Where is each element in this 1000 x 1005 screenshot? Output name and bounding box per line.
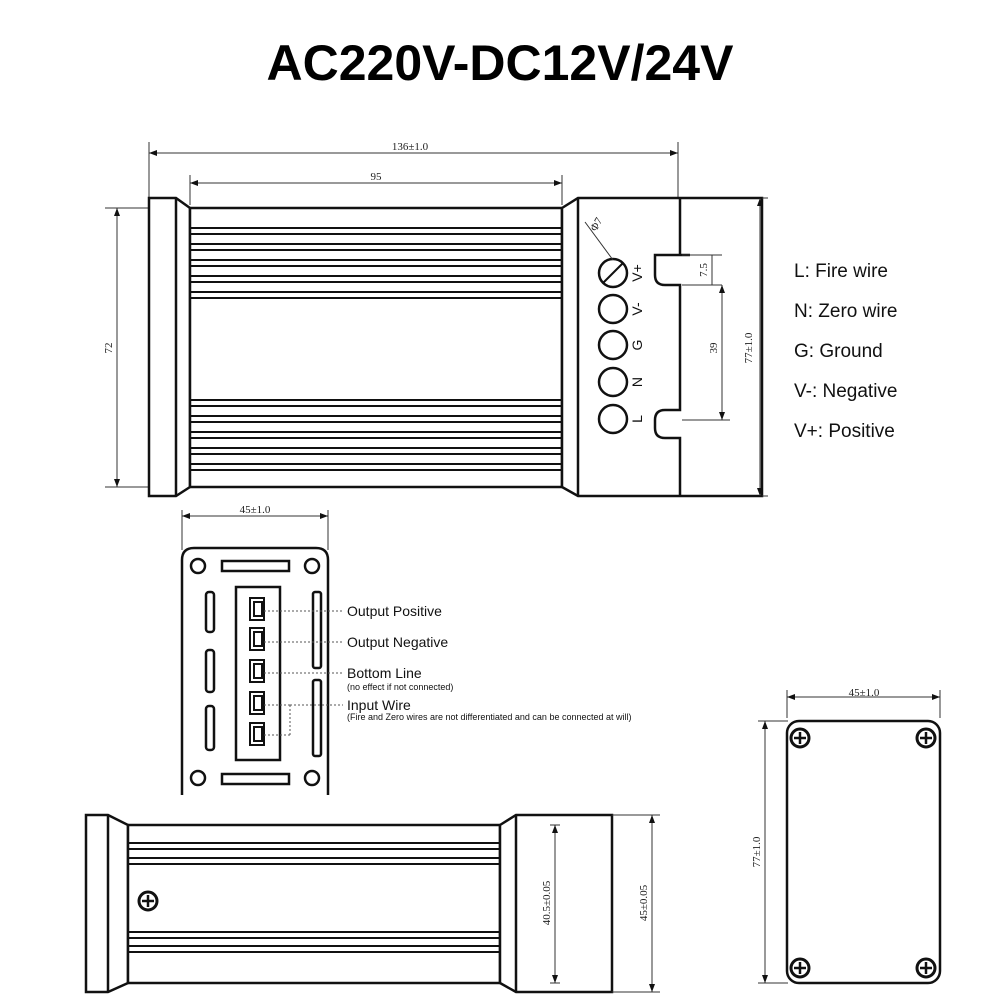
top-view: 136±1.0 95 72 [103,141,768,498]
bottom-view: 40.5±0.05 45±0.05 [84,813,660,994]
terminal-label-l: L [629,415,645,423]
legend-item: N: Zero wire [794,301,897,322]
dim-front-width: 45±1.0 [240,504,271,516]
dim-bottom-inner: 40.5±0.05 [541,880,553,925]
note-bottom-line: Bottom Line [347,665,422,681]
side-view: 45±1.0 77±1.0 [751,687,942,985]
legend-item: G: Ground [794,341,883,362]
terminal-label-vminus: V- [629,302,645,316]
terminal-screws [597,257,629,435]
dim-pin-gap: 7.5 [698,263,710,277]
connector-notes: Output Positive Output Negative Bottom L… [347,603,632,722]
legend-item: V+: Positive [794,421,895,442]
dim-side-width: 45±1.0 [849,687,880,699]
dim-top-end: 77±1.0 [743,332,755,363]
dim-bottom-outer: 45±0.05 [638,884,650,921]
note-output-positive: Output Positive [347,603,442,619]
dim-pin-span: 39 [708,342,720,354]
note-output-negative: Output Negative [347,634,448,650]
terminal-label-n: N [629,377,645,387]
terminal-label-g: G [629,340,645,351]
note-input-wire-sub: (Fire and Zero wires are not differentia… [347,712,632,722]
legend-item: V-: Negative [794,381,898,402]
note-input-wire: Input Wire [347,697,411,713]
screw-icon [789,957,811,979]
page-title: AC220V-DC12V/24V [267,35,735,91]
screw-icon [789,727,811,749]
dim-top-length: 136±1.0 [392,141,429,153]
wire-legend: L: Fire wire N: Zero wire G: Ground V-: … [794,261,898,442]
dim-top-body: 95 [371,171,383,183]
screw-icon [137,890,159,912]
dim-side-height: 77±1.0 [751,836,763,867]
legend-item: L: Fire wire [794,261,888,282]
front-view: 45±1.0 [180,504,343,795]
dim-top-height: 72 [103,343,115,354]
screw-icon [915,957,937,979]
note-bottom-line-sub: (no effect if not connected) [347,682,453,692]
terminal-label-vplus: V+ [629,264,645,282]
screw-icon [915,727,937,749]
